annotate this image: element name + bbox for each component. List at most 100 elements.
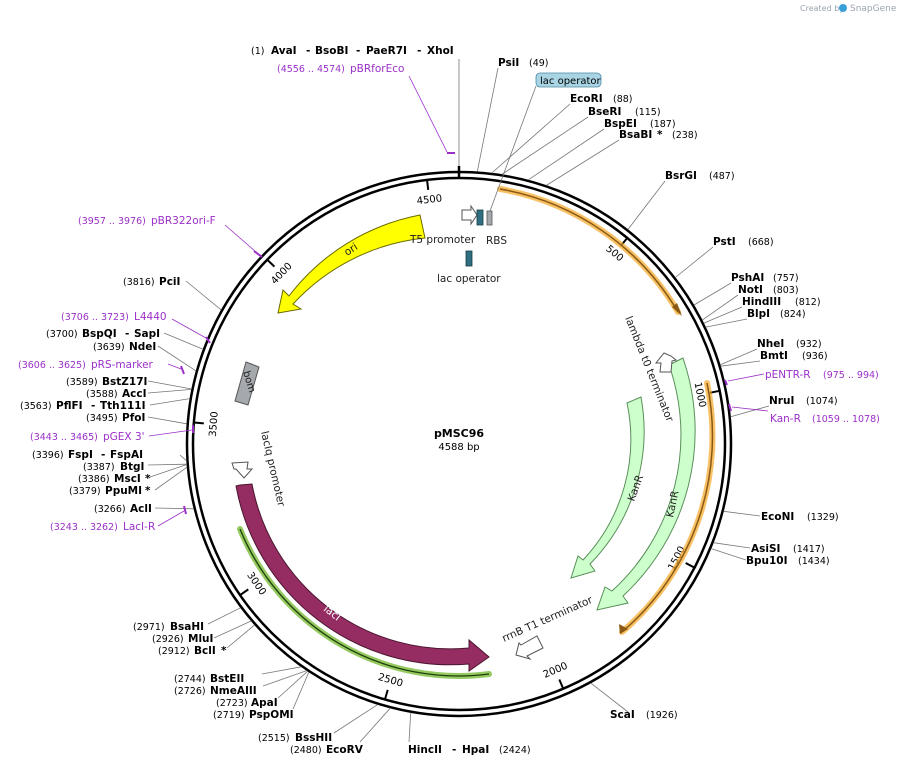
svg-text:MluI: MluI [188,633,213,645]
enzyme-label[interactable]: BseRI(115) [588,106,661,118]
green-highlight-line [239,528,490,677]
enzyme-label[interactable]: NruI(1074) [769,395,838,407]
svg-text:BstZ17I: BstZ17I [102,376,147,388]
svg-text:(3243 .. 3262): (3243 .. 3262) [50,522,118,533]
svg-text:(2926): (2926) [152,634,184,645]
enzyme-label[interactable]: BsrGI(487) [665,170,735,182]
enzyme-label[interactable]: (2515) BssHII [258,732,332,744]
svg-text:pRS-marker: pRS-marker [91,359,154,371]
enzyme-label[interactable]: PshAI (757) [731,272,799,284]
enzyme-label[interactable]: AsiSI(1417) [751,543,825,555]
enzyme-label[interactable]: (3588)AccI [86,388,146,400]
primer-label[interactable]: Kan-R(1059 .. 1078) [770,413,880,425]
svg-text:PsiI: PsiI [498,57,519,69]
primer-label[interactable]: (3243 .. 3262)LacI-R [50,521,155,533]
enzyme-label[interactable]: (3379)PpuMI* [69,485,151,497]
enzyme-label[interactable]: NheI(932) [757,338,822,350]
enzyme-leader [476,67,499,172]
primer-label[interactable]: (3957 .. 3976)pBR322ori-F [78,215,216,227]
enzyme-label[interactable]: EcoRI(88) [570,93,633,105]
primer-label[interactable]: (3706 .. 3723)L4440 [61,311,167,323]
lac-operator-callout-line [489,85,537,212]
enzyme-label[interactable]: EcoNI (1329) [761,511,839,523]
svg-text:ScaI: ScaI [610,709,635,721]
credit-brand: SnapGene [850,4,897,14]
enzyme-label[interactable]: (2719)PspOMI [213,709,294,721]
enzyme-leader [491,103,571,174]
enzyme-leader [207,607,241,625]
enzyme-label[interactable]: Bpu10I(1434) [746,555,830,567]
svg-text:BclI: BclI [194,645,216,657]
enzyme-label-top[interactable]: (1) AvaI - BsoBI - PaeR7I - XhoI [251,45,454,57]
svg-text:NmeAIII: NmeAIII [210,685,257,697]
svg-text:SapI: SapI [134,328,160,340]
enzyme-leader [693,282,732,306]
enzyme-leader [546,139,620,186]
enzyme-label[interactable]: HindIII(812) [742,296,821,308]
svg-text:PshAI: PshAI [731,272,764,284]
enzyme-label[interactable]: (2926) MluI [152,633,213,645]
enzyme-label[interactable]: (3589)BstZ17I [66,376,147,388]
primer-label[interactable]: (3443 .. 3465)pGEX 3' [30,431,145,443]
svg-text:(2424): (2424) [499,745,531,756]
orange-highlight-upper-line [499,188,679,313]
enzyme-label[interactable]: (3639)NdeI [93,341,156,353]
primer-label[interactable]: (4556 .. 4574)pBRforEco [277,63,404,75]
kanr-outer-arrow [596,357,696,611]
svg-text:(3396): (3396) [32,450,64,461]
svg-text:(2719): (2719) [213,710,245,721]
enzyme-label[interactable]: NotI(803) [738,284,799,296]
ruler-tick [426,179,430,190]
enzyme-label[interactable]: ScaI(1926) [610,709,678,721]
credit-prefix: Created by [800,4,844,13]
enzyme-label[interactable]: (3700)BspQI-SapI [46,328,160,340]
svg-text:pGEX 3': pGEX 3' [103,431,145,443]
svg-text:(1329): (1329) [807,512,839,523]
laci-arrow [235,483,490,672]
svg-text:BspEI: BspEI [604,118,637,130]
enzyme-label[interactable]: (3563)PflFI-Tth111I [20,400,145,412]
svg-text:EcoNI: EcoNI [761,511,794,523]
enzyme-label[interactable]: (3386)MscI* [78,473,151,485]
svg-text:(2515): (2515) [258,733,290,744]
svg-text:-: - [101,449,105,461]
kanr-inner-arrow [570,396,645,579]
enzyme-label[interactable]: (2723)ApaI [216,697,278,709]
enzyme-leader [262,670,307,687]
enzyme-label[interactable]: (3816)PciI [123,276,180,288]
enzyme-label[interactable]: BmtI(936) [760,350,828,362]
svg-text:(3266): (3266) [94,504,126,515]
enzyme-label[interactable]: (2480)EcoRV [290,744,364,756]
enzyme-label[interactable]: (3387)BtgI [83,461,144,473]
enzyme-label[interactable]: BlpI(824) [747,308,806,320]
enzyme-label[interactable]: PstI(668) [713,236,774,248]
enzyme-label[interactable]: (3495)PfoI [86,412,145,424]
lac-operator-block-2 [465,250,473,267]
svg-text:pENTR-R: pENTR-R [765,369,811,381]
enzyme-label[interactable]: PsiI(49) [498,57,549,69]
svg-text:(757): (757) [773,273,799,284]
svg-text:PflFI: PflFI [56,400,83,412]
enzyme-leader [185,280,222,311]
enzyme-leader [147,380,192,390]
enzyme-label[interactable]: HincII-HpaI(2424) [408,744,531,756]
enzyme-label[interactable]: (2971)BsaHI [133,621,204,633]
enzyme-label[interactable]: (2744)BstEII [174,673,244,685]
svg-text:BssHII: BssHII [295,732,332,744]
enzyme-leader [149,398,190,406]
svg-text:(1434): (1434) [798,556,830,567]
svg-text:HindIII: HindIII [742,296,781,308]
enzyme-label[interactable]: (3266)AclI [94,503,152,515]
enzyme-leader [154,466,188,491]
enzyme-label[interactable]: BsaBI*(238) [619,129,698,141]
enzyme-label[interactable]: (2912)BclI* [158,645,227,657]
primer-label[interactable]: pENTR-R(975 .. 994) [765,369,879,381]
enzyme-top-sep-3: - [356,45,360,57]
enzyme-label[interactable]: (3396)FspI-FspAI [32,449,143,461]
enzyme-leader [720,360,761,367]
svg-text:(187): (187) [650,119,676,130]
enzyme-label[interactable]: (2726)NmeAIII [174,685,257,697]
enzyme-label[interactable]: BspEI (187) [604,118,676,130]
svg-text:(3957 .. 3976): (3957 .. 3976) [78,216,146,227]
primer-label[interactable]: (3606 .. 3625)pRS-marker [18,359,154,371]
